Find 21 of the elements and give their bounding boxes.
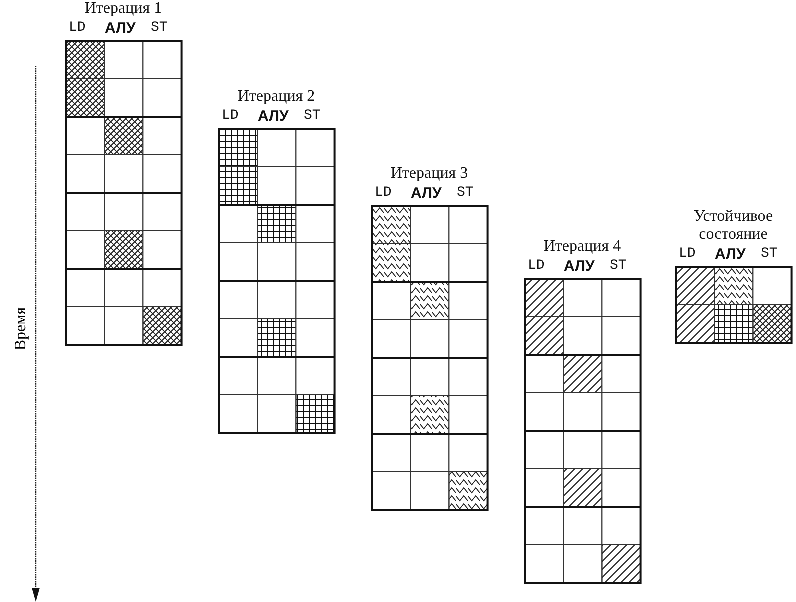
- table-heading: Итерация 3: [390, 165, 470, 183]
- column-header: LD: [679, 246, 696, 262]
- table-heading: Итерация 1: [84, 0, 164, 18]
- column-header: LD: [222, 108, 239, 124]
- column-header: LD: [528, 258, 545, 274]
- column-header: ST: [457, 185, 474, 201]
- column-header: ST: [761, 246, 778, 262]
- column-header: ST: [610, 258, 627, 274]
- table-heading: Итерация 2: [236, 88, 316, 106]
- axis-label: Время: [12, 307, 31, 351]
- table-heading: Устойчивое состояние: [692, 208, 774, 244]
- column-header: ST: [151, 20, 168, 36]
- column-header: АЛУ: [715, 246, 746, 263]
- column-header: АЛУ: [258, 108, 289, 125]
- column-header: LD: [69, 20, 86, 36]
- table-heading: Итерация 4: [542, 238, 622, 256]
- column-header: АЛУ: [411, 185, 442, 202]
- column-header: АЛУ: [564, 258, 595, 275]
- column-header: LD: [375, 185, 392, 201]
- column-header: ST: [304, 108, 321, 124]
- column-header: АЛУ: [105, 20, 136, 37]
